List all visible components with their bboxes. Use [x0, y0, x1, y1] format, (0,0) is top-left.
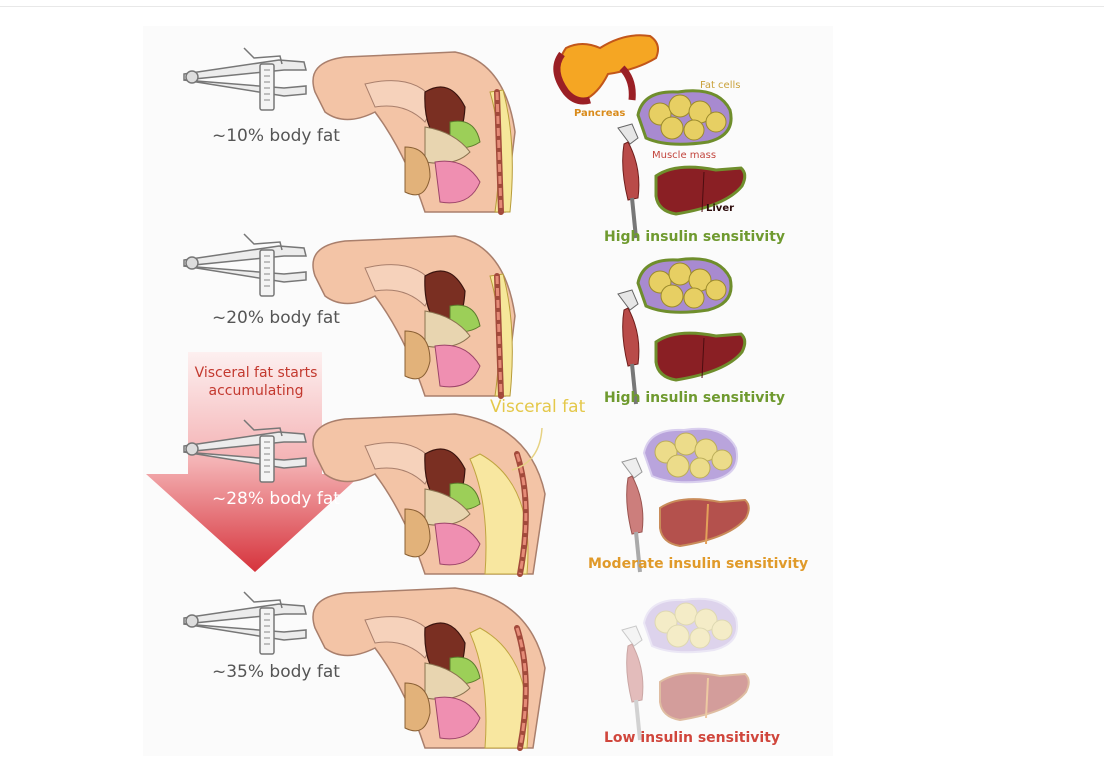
sensitivity-label-2: High insulin sensitivity [604, 390, 786, 406]
muscle-icon-2 [616, 288, 641, 406]
muscle-icon-4 [620, 624, 645, 742]
fat-cells-icon-1 [636, 89, 733, 146]
fat-label-4: ~35% body fat [212, 662, 340, 682]
muscle-icon-3 [620, 456, 645, 574]
fat-cells-icon-4 [643, 597, 739, 654]
fat-cells-icon-3 [643, 427, 739, 484]
body-cross-section-3 [313, 414, 545, 574]
visceral-fat-label: Visceral fat [490, 397, 586, 417]
fat-cells-label: Fat cells [700, 80, 741, 91]
pancreas-label: Pancreas [574, 108, 626, 119]
skinfold-caliper-1 [183, 47, 307, 111]
skinfold-caliper-2 [183, 233, 307, 297]
sensitivity-label-1: High insulin sensitivity [604, 229, 786, 245]
sensitivity-label-4: Low insulin sensitivity [604, 730, 781, 746]
fat-label-3: ~28% body fat [212, 489, 340, 509]
visceral-fat-arrow-text: Visceral fat starts accumulating [194, 365, 318, 399]
liver-icon-4 [659, 672, 750, 721]
fat-label-1: ~10% body fat [212, 126, 340, 146]
liver-icon-2 [654, 331, 747, 382]
muscle-mass-label: Muscle mass [652, 150, 717, 161]
body-cross-section-2 [313, 236, 515, 396]
muscle-icon-1 [616, 122, 641, 240]
liver-icon-3 [659, 498, 750, 547]
fat-label-2: ~20% body fat [212, 308, 340, 328]
skinfold-caliper-4 [183, 591, 307, 655]
body-cross-section-1 [313, 52, 515, 212]
sensitivity-label-3: Moderate insulin sensitivity [588, 556, 809, 572]
liver-label: Liver [706, 203, 735, 214]
fat-cells-icon-2 [636, 257, 733, 314]
top-divider [0, 6, 1104, 7]
pancreas-illustration [553, 34, 659, 105]
body-cross-section-4 [313, 588, 545, 748]
visceral-fat-pointer [511, 427, 543, 471]
